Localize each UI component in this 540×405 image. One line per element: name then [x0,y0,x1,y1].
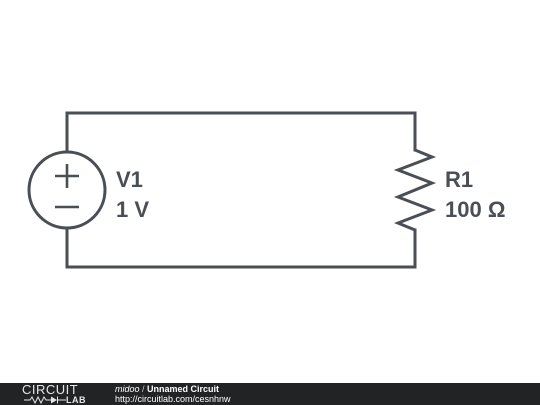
circuit-title-line: midoo / Unnamed Circuit [115,384,219,395]
schematic-svg: V1 1 V R1 100 Ω [27,111,505,269]
circuitlab-logo[interactable]: CIRCUIT LAB [22,383,98,405]
r1-value-label: 100 Ω [445,197,505,222]
footer-bar: CIRCUIT LAB midoo / Unnamed Circuit http… [0,383,540,405]
logo-text-top: CIRCUIT [22,382,79,397]
r1-name-label: R1 [445,167,473,192]
author-link[interactable]: midoo [115,384,140,394]
voltage-source-v1[interactable] [27,150,107,230]
resistor-zigzag [393,148,437,232]
source-circle [27,150,107,230]
v1-value-label: 1 V [116,197,149,222]
circuit-url-link[interactable]: http://circuitlab.com/cesnhnw [115,394,231,404]
schematic-canvas: V1 1 V R1 100 Ω [27,111,506,269]
v1-name-label: V1 [116,167,143,192]
logo-text-bottom: LAB [66,395,86,405]
circuit-name[interactable]: Unnamed Circuit [147,384,220,394]
resistor-diode-logo-icon [24,395,66,405]
resistor-r1[interactable] [393,148,437,232]
wire-top [65,111,417,152]
wire-bottom [65,228,417,269]
title-separator: / [139,384,148,394]
